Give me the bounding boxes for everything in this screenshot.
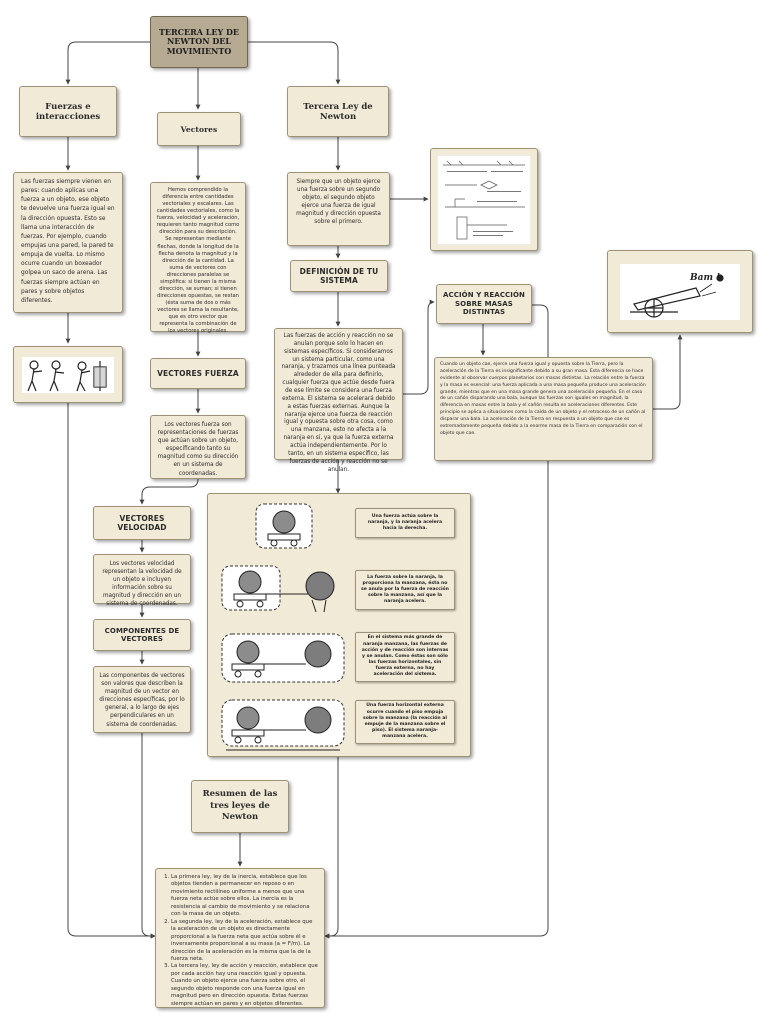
root-title: TERCERA LEY DE NEWTON DEL MOVIMIENTO [158,26,240,56]
vectores-fuerza-text: Los vectores fuerza son representaciones… [157,422,239,477]
componentes-title: COMPONENTES DE VECTORES [104,627,180,643]
tercera-title-box: Tercera Ley de Newton [287,86,389,137]
vectores-velocidad-text-box: Los vectores velocidad representan la ve… [93,554,191,608]
vectores-title: Vectores [180,124,218,134]
orange-cart-illustration-icon [255,503,313,549]
cannon-image-box: Bam ! [607,250,753,333]
resumen-text-box: La primera ley, ley de la inercia, estab… [155,868,325,1008]
vectores-fuerza-text-box: Los vectores fuerza son representaciones… [150,415,246,479]
vectores-velocidad-title-box: VECTORES VELOCIDAD [93,506,191,540]
definicion-title: DEFINICIÓN DE TU SISTEMA [299,267,379,285]
orange-apple-floor-illustration-icon [221,699,345,751]
naranja-caption-3: En el sistema más grande de naranja manz… [355,632,455,682]
orange-apple-system-illustration-icon [221,633,345,683]
boxer-illustration-icon [22,356,114,393]
resumen-item-2: La segunda ley, ley de la aceleración, e… [171,919,318,964]
resumen-item-1: La primera ley, ley de la inercia, estab… [171,874,318,919]
resumen-title: Resumen de las tres leyes de Newton [202,788,278,823]
svg-text:Bam !: Bam ! [689,273,720,283]
accion-text-box: Cuando un objeto cae, ejerce una fuerza … [434,357,653,461]
fuerzas-text-box: Las fuerzas siempre vienen en pares: cua… [13,172,123,313]
accion-title-box: ACCIÓN Y REACCIÓN SOBRE MASAS DISTINTAS [436,284,532,324]
orange-apple-panel: Una fuerza actúa sobre la naranja, y la … [207,493,471,757]
definicion-title-box: DEFINICIÓN DE TU SISTEMA [290,260,388,292]
componentes-text: Las componentes de vectores son valores … [99,673,185,728]
root-title-box: TERCERA LEY DE NEWTON DEL MOVIMIENTO [150,16,248,68]
tercera-title: Tercera Ley de Newton [303,101,373,122]
vectores-text: Hemos comprendido la diferencia entre ca… [156,187,240,335]
boxer-image-box [13,346,123,403]
cannon-illustration-icon: Bam ! [620,263,740,320]
force-diagrams-illustration-icon [437,154,531,245]
tercera-text: Siempre que un objeto ejerce una fuerza … [296,179,381,226]
vectores-fuerza-title: VECTORES FUERZA [157,369,239,378]
fuerzas-title-box: Fuerzas e interacciones [19,86,117,137]
accion-text: Cuando un objeto cae, ejerce una fuerza … [440,362,646,436]
resumen-list: La primera ley, ley de la inercia, estab… [162,874,318,1008]
naranja-caption-4: Una fuerza horizontal externa ocurre cua… [355,700,455,744]
vectores-velocidad-title: VECTORES VELOCIDAD [117,514,167,532]
tercera-text-box: Siempre que un objeto ejerce una fuerza … [287,172,390,246]
vectores-fuerza-title-box: VECTORES FUERZA [150,358,246,389]
accion-title: ACCIÓN Y REACCIÓN SOBRE MASAS DISTINTAS [442,290,526,317]
naranja-caption-2: La fuerza sobre la naranja, la proporcio… [355,570,455,610]
fuerzas-text: Las fuerzas siempre vienen en pares: cua… [21,179,115,304]
vectores-text-box: Hemos comprendido la diferencia entre ca… [150,182,246,335]
force-diagrams-image-box [430,148,538,251]
fuerzas-title: Fuerzas e interacciones [35,101,101,122]
vectores-velocidad-text: Los vectores velocidad representan la ve… [102,561,182,608]
vectores-title-box: Vectores [157,112,241,146]
definicion-text-box: Las fuerzas de acción y reacción no se a… [274,328,403,473]
resumen-title-box: Resumen de las tres leyes de Newton [191,780,289,833]
orange-apple-cart-illustration-icon [221,565,335,613]
naranja-caption-1: Una fuerza actúa sobre la naranja, y la … [355,508,455,538]
componentes-text-box: Las componentes de vectores son valores … [93,666,191,733]
componentes-title-box: COMPONENTES DE VECTORES [93,619,191,651]
resumen-item-3: La tercera ley, ley de acción y reacción… [171,963,318,1008]
definicion-text: Las fuerzas de acción y reacción no se a… [281,333,396,473]
